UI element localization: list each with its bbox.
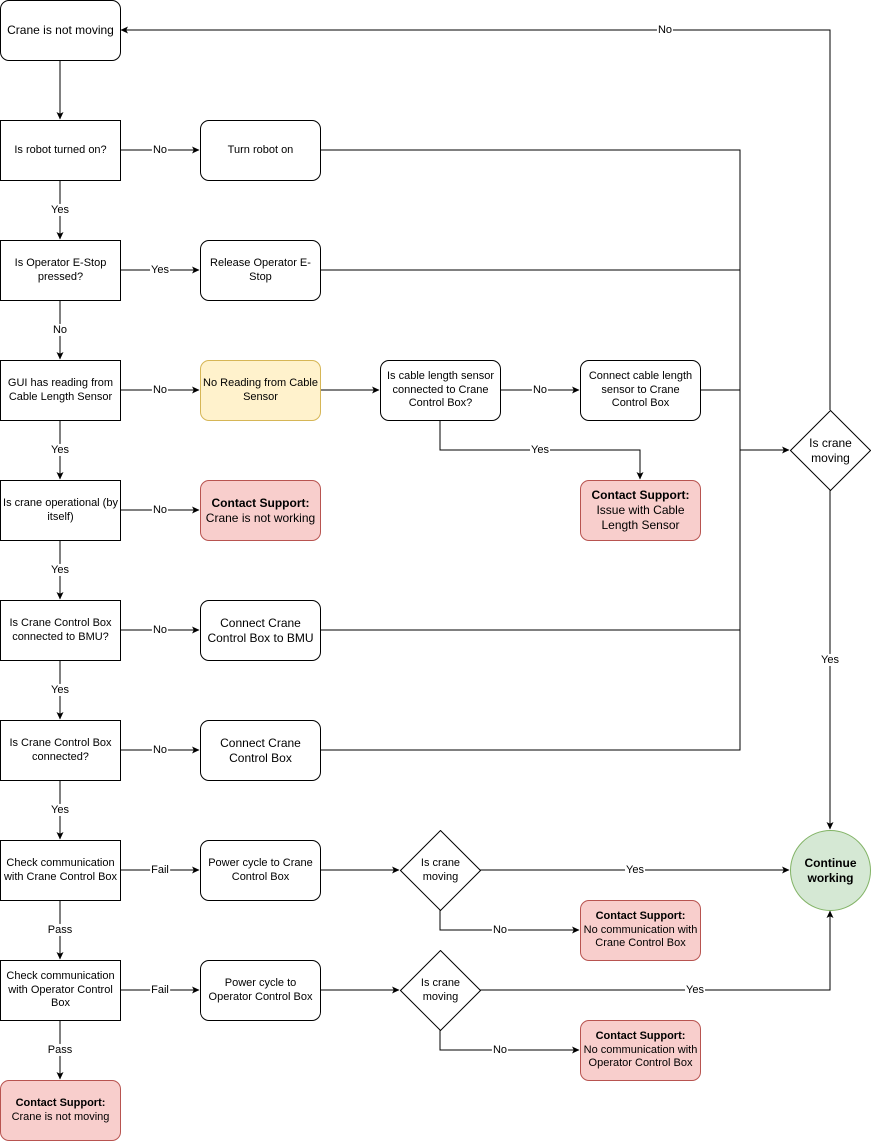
decision-gui-reading: GUI has reading from Cable Length Sensor: [0, 360, 121, 421]
edge-label-bmu-yes: Yes: [50, 683, 70, 697]
support-cable-sensor: Contact Support: Issue with Cable Length…: [580, 480, 701, 541]
step-release-estop: Release Operator E-Stop: [200, 240, 321, 301]
edge-label-robot-yes: Yes: [50, 203, 70, 217]
terminal-continue-working: Continue working: [790, 830, 871, 911]
edge-label-ccb-no: No: [151, 743, 169, 757]
decision-estop: Is Operator E-Stop pressed?: [0, 240, 121, 301]
edge-label-comm-ocb-pass: Pass: [46, 1043, 74, 1057]
step-power-cycle-ocb: Power cycle to Operator Control Box: [200, 960, 321, 1021]
edge-label-estop-no: No: [51, 323, 69, 337]
edge-label-comm-ocb-fail: Fail: [150, 983, 170, 997]
edge-label-moving1-no: No: [491, 923, 509, 937]
decision-crane-moving-2: Is crane moving: [400, 950, 481, 1031]
edge-label-sensor-no: No: [531, 383, 549, 397]
decision-comm-ocb: Check communication with Operator Contro…: [0, 960, 121, 1021]
edge-moving1-no: [439, 910, 580, 934]
edge-label-robot-no: No: [151, 143, 169, 157]
decision-ccb-connected: Is Crane Control Box connected?: [0, 720, 121, 781]
support-no-comm-ocb: Contact Support: No communication with O…: [580, 1020, 701, 1081]
decision-crane-moving-main: Is crane moving: [790, 410, 871, 491]
edge-label-moving2-no: No: [491, 1043, 509, 1057]
step-connect-ccb-bmu: Connect Crane Control Box to BMU: [200, 600, 321, 661]
edge-main-no: [120, 26, 831, 410]
edge-label-operational-yes: Yes: [50, 563, 70, 577]
edge-label-comm-ccb-fail: Fail: [150, 863, 170, 877]
support-no-comm-ccb: Contact Support: No communication with C…: [580, 900, 701, 961]
support-crane-not-working: Contact Support: Crane is not working: [200, 480, 321, 541]
step-connect-sensor: Connect cable length sensor to Crane Con…: [580, 360, 701, 421]
edge-label-ccb-yes: Yes: [50, 803, 70, 817]
diamond-shape: [790, 410, 871, 491]
decision-robot-on: Is robot turned on?: [0, 120, 121, 181]
decision-crane-operational: Is crane operational (by itself): [0, 480, 121, 541]
edge-label-gui-no: No: [151, 383, 169, 397]
step-turn-robot-on: Turn robot on: [200, 120, 321, 181]
edge-label-operational-no: No: [151, 503, 169, 517]
edge-label-top-no: No: [656, 23, 674, 37]
edge-label-moving1-yes: Yes: [625, 863, 645, 877]
step-connect-ccb: Connect Crane Control Box: [200, 720, 321, 781]
edge-label-main-yes: Yes: [820, 653, 840, 667]
decision-comm-ccb: Check communication with Crane Control B…: [0, 840, 121, 901]
edge-label-moving2-yes: Yes: [685, 983, 705, 997]
decision-crane-moving-1: Is crane moving: [400, 830, 481, 911]
state-no-reading: No Reading from Cable Sensor: [200, 360, 321, 421]
edge-label-bmu-no: No: [151, 623, 169, 637]
support-crane-not-moving: Contact Support: Crane is not moving: [0, 1080, 121, 1141]
edge-moving2-yes: [480, 910, 834, 991]
decision-sensor-connected: Is cable length sensor connected to Cran…: [380, 360, 501, 421]
edge-label-sensor-yes: Yes: [530, 443, 550, 457]
edge-moving2-no: [439, 1030, 580, 1054]
diamond-shape: [400, 950, 481, 1031]
decision-ccb-bmu: Is Crane Control Box connected to BMU?: [0, 600, 121, 661]
step-power-cycle-ccb: Power cycle to Crane Control Box: [200, 840, 321, 901]
edge-label-estop-yes: Yes: [150, 263, 170, 277]
edge-label-gui-yes: Yes: [50, 443, 70, 457]
node-crane-not-moving: Crane is not moving: [0, 0, 121, 61]
diamond-shape: [400, 830, 481, 911]
edge-label-comm-ccb-pass: Pass: [46, 923, 74, 937]
